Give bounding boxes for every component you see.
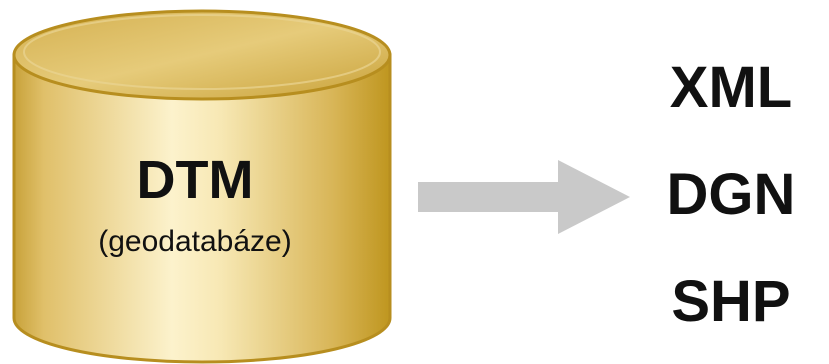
format-xml: XML: [669, 55, 793, 120]
cylinder-body: [12, 53, 392, 364]
database-title: DTM: [136, 150, 254, 210]
cylinder-top: [12, 9, 392, 101]
format-shp: SHP: [671, 269, 791, 334]
format-dgn: DGN: [666, 162, 796, 227]
format-list: XML DGN SHP: [636, 58, 826, 332]
database-cylinder-icon: [12, 9, 392, 364]
right-arrow-icon: [418, 160, 630, 234]
database-subtitle: (geodatabáze): [98, 225, 292, 258]
